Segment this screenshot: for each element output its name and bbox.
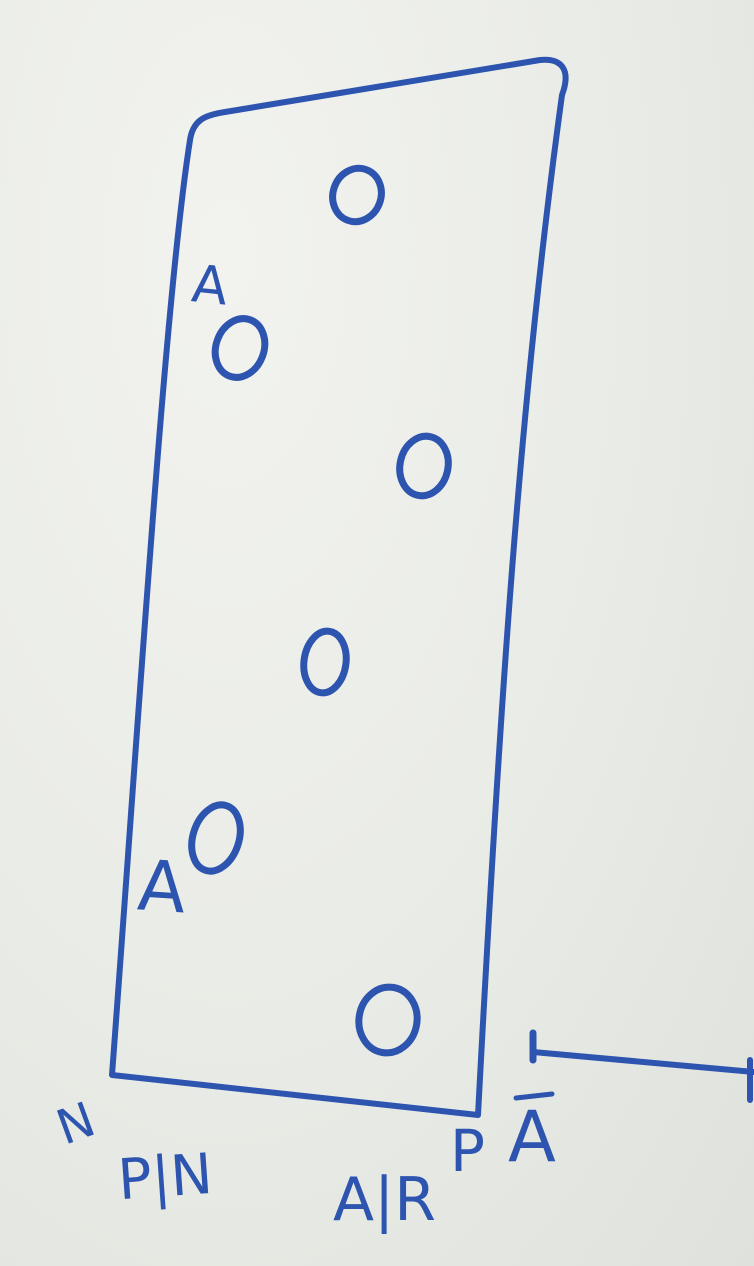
label-pn: P|N (115, 1141, 215, 1214)
circle-6 (355, 983, 421, 1057)
label-a-right: A (508, 1096, 556, 1178)
label-a-top: A (188, 254, 231, 318)
circle-4 (300, 627, 350, 697)
label-p-corner: P (450, 1117, 485, 1185)
outline-shape (109, 56, 569, 1118)
circle-2 (211, 315, 269, 381)
label-bar (513, 1091, 555, 1101)
circle-5 (188, 801, 244, 875)
circle-1 (329, 164, 385, 226)
circle-3 (396, 432, 452, 500)
label-ar: A|R (333, 1165, 436, 1235)
label-a-mid: A (135, 844, 189, 930)
right-bracket-line (530, 1049, 754, 1075)
